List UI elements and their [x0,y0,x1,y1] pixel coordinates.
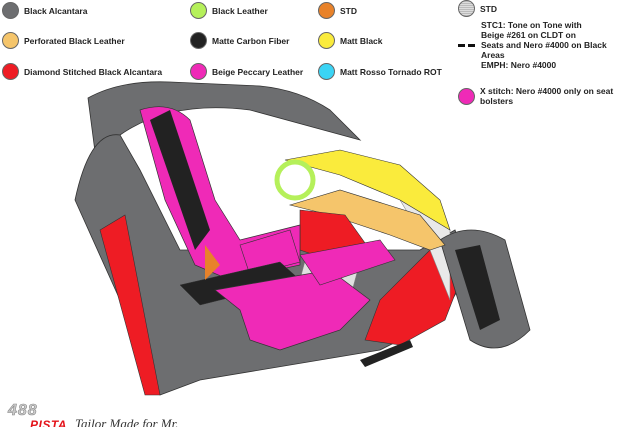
legend-item-matt-rosso-tornado: Matt Rosso Tornado ROT [318,63,456,80]
legend-label: Matte Carbon Fiber [212,35,290,46]
footer: 488 PISTA Tailor Made for Mr. [8,402,179,427]
legend-label: Matt Black [340,35,383,46]
swatch-icon [318,63,335,80]
swatch-icon [458,0,475,17]
legend-item-std-orange: STD [318,2,456,19]
legend-item-stitching: STC1: Tone on Tone with Beige #261 on CL… [458,20,618,70]
swatch-icon [2,32,19,49]
legend-item-perforated-black-leather: Perforated Black Leather [2,32,188,49]
swatch-icon [190,32,207,49]
legend-label: X stitch: Nero #4000 only on seat bolste… [480,86,614,106]
legend-label: Diamond Stitched Black Alcantara [24,66,163,77]
stitch-line: STC1: Tone on Tone with [481,20,582,30]
legend-label: STD [480,3,497,14]
legend-label: Beige Peccary Leather [212,66,304,77]
stitch-line: Beige #261 on CLDT on [481,30,576,40]
swatch-icon [318,2,335,19]
stitch-line: EMPH: Nero #4000 [481,60,557,70]
swatch-icon [190,63,207,80]
tagline: Tailor Made for Mr. [74,416,179,427]
swatch-icon [318,32,335,49]
legend-label: Black Leather [212,5,268,16]
seats [139,106,413,367]
488-pista-logo: 488 PISTA [8,402,67,427]
legend-item-diamond-stitched-alcantara: Diamond Stitched Black Alcantara [2,63,188,80]
legend-item-matt-black: Matt Black [318,32,456,49]
legend-label: Black Alcantara [24,5,88,16]
legend-label: Perforated Black Leather [24,35,125,46]
swatch-icon [190,2,207,19]
stitch-line: Seats and Nero #4000 on Black Areas [481,40,607,60]
swatch-icon [2,63,19,80]
swatch-icon [458,87,475,105]
dashed-stitch-icon [458,43,476,47]
legend-item-beige-peccary-leather: Beige Peccary Leather [190,63,316,80]
legend-item-black-leather: Black Leather [190,2,316,19]
legend-item-x-stitch: X stitch: Nero #4000 only on seat bolste… [458,86,618,106]
legend-label: Matt Rosso Tornado ROT [340,66,442,77]
legend-item-matte-carbon-fiber: Matte Carbon Fiber [190,32,316,49]
legend-item-black-alcantara: Black Alcantara [2,2,188,19]
swatch-icon [2,2,19,19]
legend-label: STD [340,5,357,16]
logo-name: PISTA [30,418,67,427]
legend-item-std-grey: STD [458,0,618,17]
logo-number: 488 [8,402,38,419]
legend-label: STC1: Tone on Tone with Beige #261 on CL… [481,20,618,70]
